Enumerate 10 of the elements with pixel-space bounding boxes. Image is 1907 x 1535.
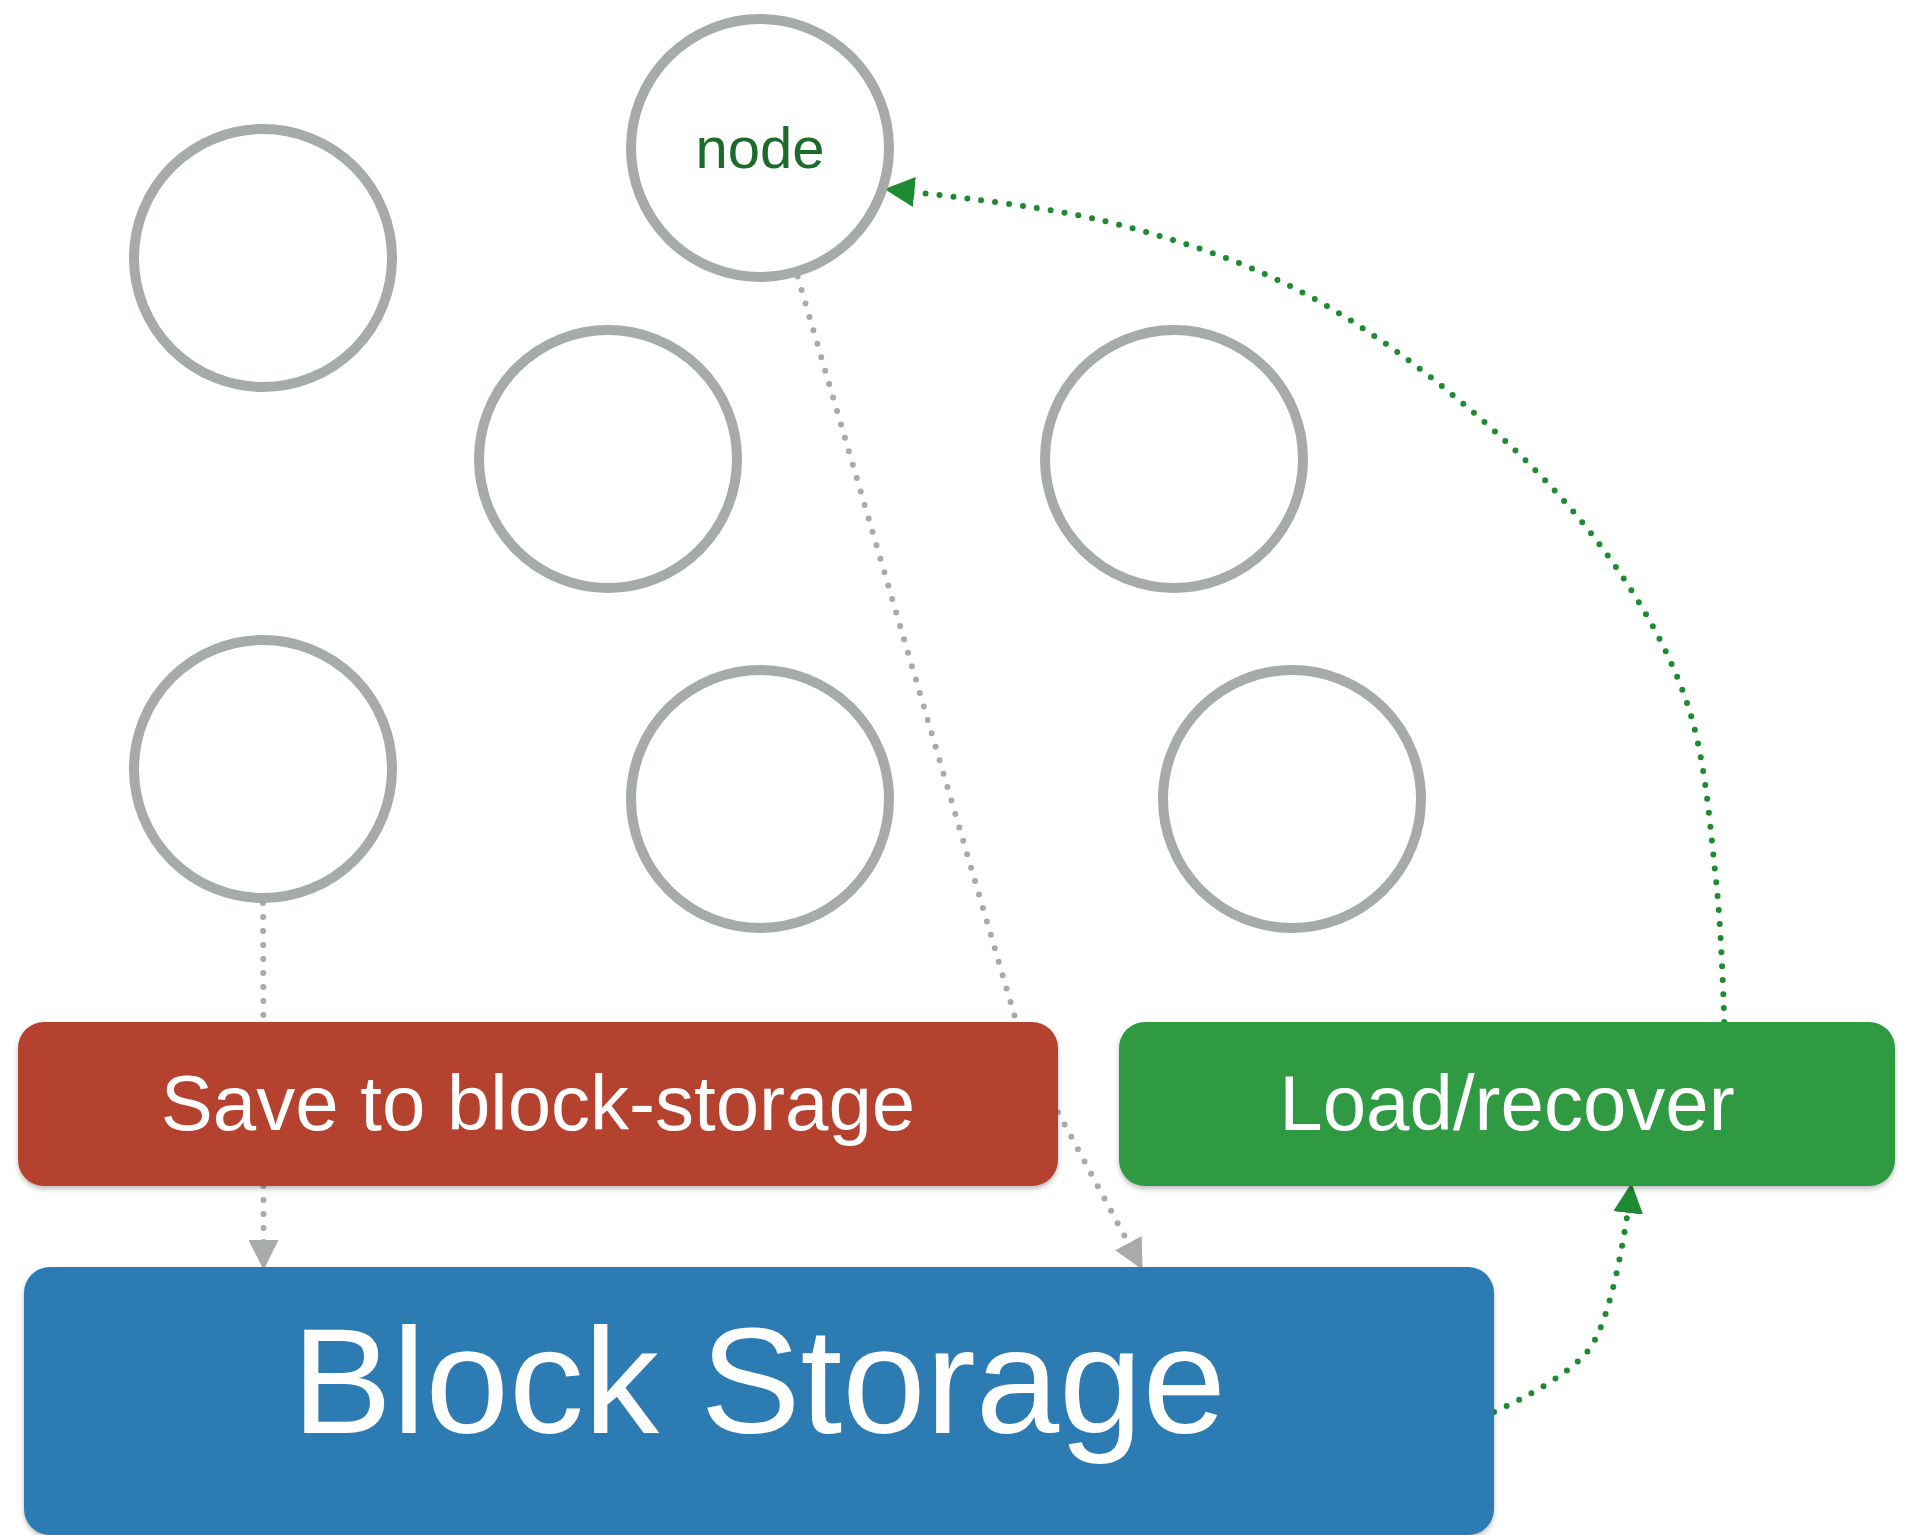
dotted-arrow: [248, 1183, 279, 1270]
box-label: Block Storage: [292, 1298, 1226, 1464]
action-box: [18, 1022, 1058, 1186]
dotted-arrow: [1055, 1109, 1145, 1270]
action-box: [1119, 1022, 1895, 1186]
box-label: Save to block-storage: [160, 1061, 916, 1147]
storage-box: [24, 1267, 1494, 1535]
box-label: Load/recover: [1279, 1061, 1735, 1147]
node-label: node: [695, 116, 825, 180]
dotted-arrow: [1491, 1183, 1643, 1415]
